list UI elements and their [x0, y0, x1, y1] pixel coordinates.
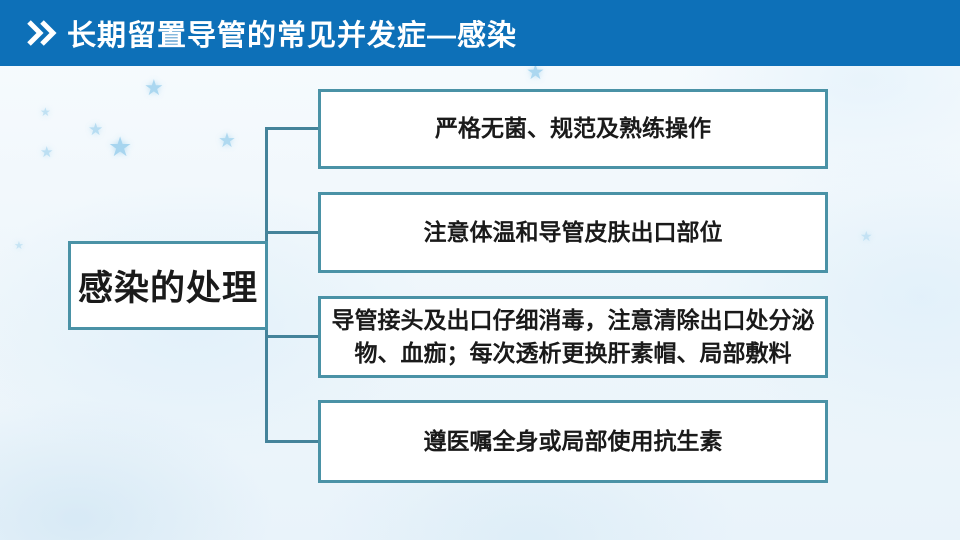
- sparkle-icon: ★: [14, 239, 24, 252]
- connector-branch-line: [265, 440, 318, 443]
- sparkle-icon: ★: [40, 143, 54, 161]
- root-box-label: 感染的处理: [77, 269, 258, 308]
- slide-header: 长期留置导管的常见并发症—感染: [0, 0, 960, 66]
- root-box-infection-handling: 感染的处理: [68, 241, 268, 330]
- branch-box-label: 遵医嘱全身或局部使用抗生素: [423, 428, 723, 454]
- sparkle-icon: ★: [860, 229, 873, 245]
- connector-branch-line: [265, 127, 318, 130]
- slide-title: 长期留置导管的常见并发症—感染: [67, 20, 518, 52]
- sparkle-icon: ★: [218, 128, 236, 152]
- branch-box-label: 导管接头及出口仔细消毒，注意清除出口处分泌物、血痂；每次透析更换肝素帽、局部敷料: [331, 307, 815, 366]
- connector-branch-line: [265, 231, 318, 234]
- sparkle-icon: ★: [88, 120, 104, 140]
- branch-box-antibiotics-per-order: 遵医嘱全身或局部使用抗生素: [318, 400, 828, 483]
- sparkle-icon: ★: [108, 132, 133, 163]
- branch-box-label: 注意体温和导管皮肤出口部位: [423, 219, 723, 245]
- branch-box-disinfect-connector-exit: 导管接头及出口仔细消毒，注意清除出口处分泌物、血痂；每次透析更换肝素帽、局部敷料: [318, 296, 828, 378]
- sparkle-icon: ★: [144, 76, 164, 101]
- double-chevron-icon: [27, 20, 57, 46]
- branch-box-aseptic-operation: 严格无菌、规范及熟练操作: [318, 89, 828, 169]
- connector-branch-line: [265, 335, 318, 338]
- sparkle-icon: ★: [40, 105, 51, 119]
- branch-box-monitor-temperature-exit-site: 注意体温和导管皮肤出口部位: [318, 192, 828, 273]
- branch-box-label: 严格无菌、规范及熟练操作: [435, 116, 711, 142]
